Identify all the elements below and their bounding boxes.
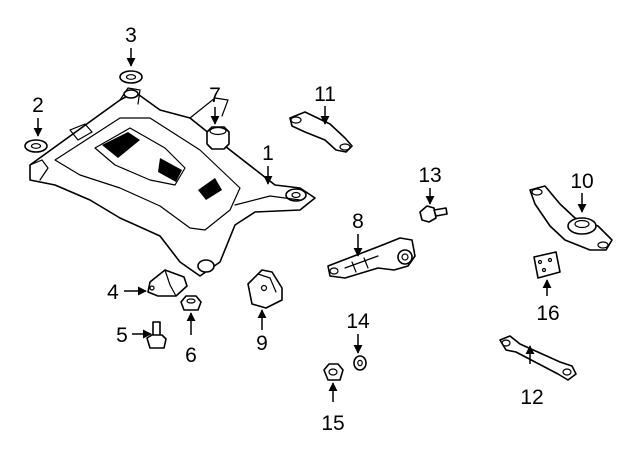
mount-part-9[interactable] xyxy=(247,269,283,309)
upper-arm-part-11[interactable] xyxy=(289,111,353,153)
callout-11: 11 xyxy=(314,83,336,106)
callout-10: 10 xyxy=(570,170,593,193)
callout-labels: 1 2 3 4 5 6 7 8 9 10 11 12 13 14 15 16 xyxy=(32,24,594,435)
callout-1: 1 xyxy=(262,142,274,165)
callout-9: 9 xyxy=(256,332,268,355)
callout-3: 3 xyxy=(125,24,137,47)
callout-7: 7 xyxy=(209,84,221,107)
bolt-part-13[interactable] xyxy=(419,205,448,223)
nut-part-15[interactable] xyxy=(323,363,344,381)
callout-14: 14 xyxy=(346,310,370,333)
plate-part-16[interactable] xyxy=(533,251,561,279)
callout-4: 4 xyxy=(107,281,119,304)
washer-part-3[interactable] xyxy=(119,70,143,84)
link-rod-part-12[interactable] xyxy=(499,335,577,381)
leader-lines xyxy=(33,48,587,402)
callout-12: 12 xyxy=(520,386,543,409)
lower-arm-part-10[interactable] xyxy=(529,185,613,251)
washer-part-14[interactable] xyxy=(353,355,367,371)
crossmember-part[interactable] xyxy=(29,87,316,277)
callout-8: 8 xyxy=(352,210,364,233)
bracket-part-4[interactable] xyxy=(147,269,188,297)
nut-part-6[interactable] xyxy=(180,295,202,311)
bushing-part-7[interactable] xyxy=(206,126,230,150)
callout-6: 6 xyxy=(185,344,197,367)
callout-15: 15 xyxy=(321,412,344,435)
mount-bracket-part-8[interactable] xyxy=(327,237,416,279)
callout-5: 5 xyxy=(116,324,128,347)
bolt-part-5[interactable] xyxy=(146,321,167,349)
washer-part-2[interactable] xyxy=(24,139,48,153)
callout-16: 16 xyxy=(536,302,559,325)
callout-13: 13 xyxy=(418,164,441,187)
callout-2: 2 xyxy=(32,94,44,117)
